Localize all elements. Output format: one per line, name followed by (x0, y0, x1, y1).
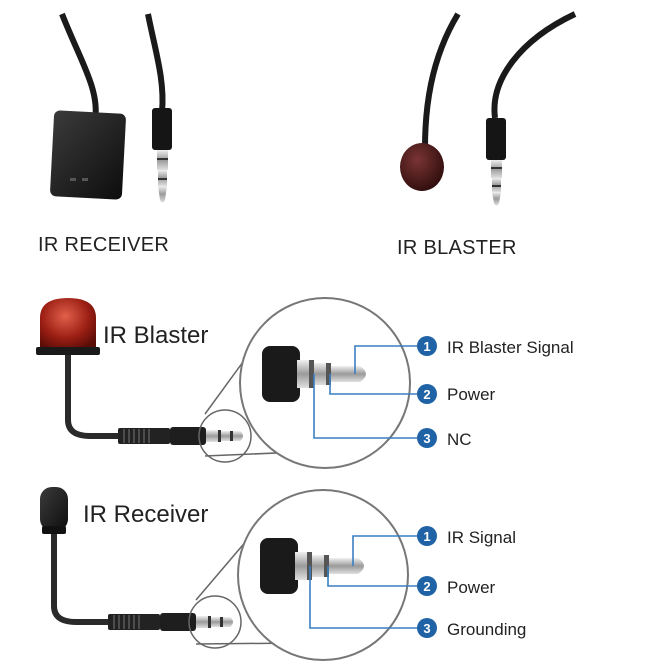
blaster-pin-3-number: 3 (423, 431, 430, 446)
blaster-device (36, 298, 120, 439)
blaster-pin-2-number: 2 (423, 387, 430, 402)
receiver-device (40, 487, 110, 625)
receiver-pin-1: 1 IR Signal (417, 526, 516, 547)
receiver-photo (50, 12, 172, 203)
receiver-pin-1-number: 1 (423, 529, 430, 544)
receiver-pin-3-label: Grounding (447, 620, 526, 639)
receiver-pin-2-number: 2 (423, 579, 430, 594)
receiver-pin-3-number: 3 (423, 621, 430, 636)
blaster-pin-1-number: 1 (423, 339, 430, 354)
blaster-pin-1-label: IR Blaster Signal (447, 338, 574, 357)
blaster-leader-lines (313, 345, 422, 439)
receiver-leader-lines (309, 535, 422, 629)
blaster-plug (118, 427, 243, 445)
receiver-pin-2-label: Power (447, 578, 496, 597)
blaster-photo-caption: IR BLASTER (397, 237, 517, 259)
receiver-pin-3: 3 Grounding (417, 618, 526, 639)
blaster-pin-3-label: NC (447, 430, 472, 449)
receiver-pin-2: 2 Power (417, 576, 496, 597)
blaster-title: IR Blaster (103, 322, 208, 349)
receiver-title: IR Receiver (83, 501, 208, 528)
blaster-pin-1: 1 IR Blaster Signal (417, 336, 574, 357)
blaster-magnifier (198, 297, 411, 469)
receiver-plug (108, 613, 233, 631)
blaster-pin-3: 3 NC (417, 428, 472, 449)
receiver-magnifier (188, 489, 409, 661)
receiver-photo-caption: IR RECEIVER (38, 234, 169, 256)
blaster-pin-2: 2 Power (417, 384, 496, 404)
receiver-pin-1-label: IR Signal (447, 528, 516, 547)
blaster-pin-2-label: Power (447, 385, 496, 404)
blaster-photo (400, 11, 577, 206)
